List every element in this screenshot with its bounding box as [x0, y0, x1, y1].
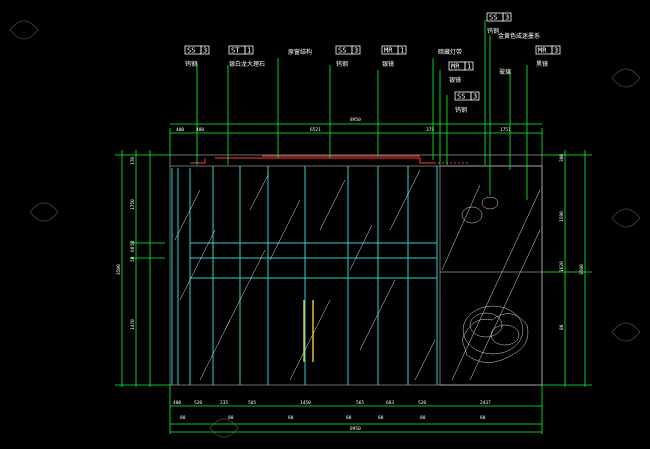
dim-label: 683 — [386, 400, 394, 406]
dim-label: 1620 — [559, 261, 565, 272]
tag-note: 金黄色成迷墨系 — [498, 32, 540, 40]
dim-label: 50 — [130, 240, 136, 246]
tag-note: 银镜 — [449, 76, 461, 84]
tag-note: 玻璃 — [499, 68, 511, 76]
tag-num: 1 — [247, 47, 251, 55]
leader-lines — [115, 20, 592, 434]
tag-note: 原窗结构 — [288, 48, 312, 56]
glass-partition — [171, 166, 438, 385]
tag-code: SS — [187, 47, 195, 55]
tag-num: 3 — [354, 47, 358, 55]
flower-artwork — [461, 196, 529, 363]
watermark-logos — [9, 20, 641, 438]
dim-label: 60 — [130, 246, 136, 252]
tag-note: 钨钢 — [455, 106, 467, 114]
dim-label: 2437 — [480, 400, 491, 406]
dim-label: 80 — [480, 415, 486, 421]
dim-label: 80 — [288, 415, 294, 421]
dim-total-right: 3500 — [579, 264, 585, 275]
tag-num-box — [351, 45, 361, 55]
dim-label: 375 — [426, 127, 434, 133]
tag-note: 钨钢 — [185, 60, 197, 68]
tag-num-box — [551, 45, 561, 55]
tag-note: 钨钢 — [487, 27, 499, 35]
dim-label: 400 — [176, 127, 184, 133]
glass-hatch — [174, 169, 436, 381]
dim-label: 80 — [346, 415, 352, 421]
tag-num-box — [397, 45, 407, 55]
tag-num-box — [244, 45, 254, 55]
dimension-labels: 400 480 6521 375 1751 8950 400 520 235 565 1450 565… — [116, 117, 585, 432]
tag-num-box — [470, 91, 480, 101]
dim-label: 520 — [194, 400, 202, 406]
tag-note: 暗藏灯带 — [438, 48, 462, 56]
tag-note: 银白龙大理石 — [229, 60, 265, 68]
dim-label: 1470 — [130, 319, 136, 330]
dim-label: 6521 — [310, 127, 321, 133]
tag-num: 1 — [467, 63, 471, 71]
tag-num: 3 — [473, 93, 477, 101]
tag-num: 3 — [203, 47, 207, 55]
tag-code: MR — [451, 63, 460, 71]
tag-code: MR — [384, 47, 393, 55]
door-handles — [303, 300, 314, 362]
dim-label: 80 — [378, 415, 384, 421]
dim-label: 400 — [173, 400, 181, 406]
dim-label: 565 — [356, 400, 364, 406]
dim-label: 80 — [180, 415, 186, 421]
dim-total-bottom: 8950 — [350, 426, 361, 432]
tag-note: 黑镜 — [536, 60, 548, 68]
tag-code: ST — [231, 47, 240, 55]
dim-label: 80 — [228, 415, 234, 421]
tag-note: 银镜 — [382, 60, 394, 68]
tag-code: SS — [457, 93, 465, 101]
dim-label: 170 — [130, 157, 136, 165]
dim-label: 80 — [559, 324, 565, 330]
tag-num: 3 — [505, 14, 509, 22]
dim-label: 80 — [420, 415, 426, 421]
tag-num-box — [200, 45, 210, 55]
dim-total-left: 3500 — [116, 264, 122, 275]
feature-wall-panel — [439, 165, 543, 386]
dim-label: 520 — [418, 400, 426, 406]
dim-label: 1750 — [130, 199, 136, 210]
tag-code: MR — [538, 47, 547, 55]
tag-num-box — [502, 12, 512, 22]
tag-code: SS — [338, 47, 346, 55]
dim-label: 1450 — [300, 400, 311, 406]
material-tags: SS 3 钨钢 ST 1 银白龙大理石 原窗结构 SS 3 钨钢 MR 1 银镜 暗藏灯带 MR 1 银镜 SS 3… — [184, 12, 561, 114]
tag-num-box — [464, 61, 474, 71]
dim-label: 235 — [220, 400, 228, 406]
tag-num: 1 — [400, 47, 404, 55]
tag-num: 3 — [554, 47, 558, 55]
dim-label: 1580 — [559, 211, 565, 222]
tag-note: 钨钢 — [336, 60, 348, 68]
dim-label: 565 — [248, 400, 256, 406]
dim-label: 300 — [559, 154, 565, 162]
wall-elevation — [169, 154, 543, 386]
dim-label: 1751 — [500, 127, 511, 133]
dim-label: 50 — [130, 256, 136, 262]
dim-label: 480 — [196, 127, 204, 133]
dim-total-top: 8950 — [350, 117, 361, 123]
tag-code: SS — [489, 14, 497, 22]
